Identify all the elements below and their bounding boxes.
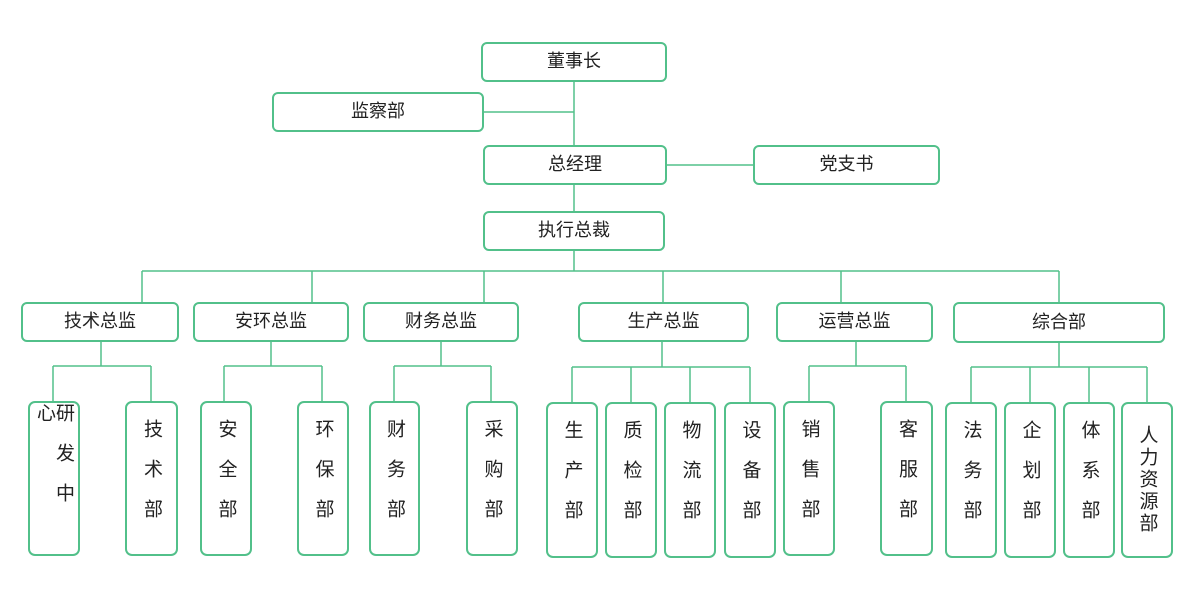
director-box: 生产总监 xyxy=(578,302,749,342)
director-box: 综合部 xyxy=(953,302,1165,343)
department-label: 法务部 xyxy=(960,420,983,540)
department-label: 企划部 xyxy=(1019,420,1042,540)
department-box: 客服部 xyxy=(880,401,933,556)
department-label: 生产部 xyxy=(561,420,584,540)
department-box: 财务部 xyxy=(369,401,420,556)
department-label: 物流部 xyxy=(679,420,702,540)
director-box: 安环总监 xyxy=(193,302,349,342)
department-label: 销售部 xyxy=(798,418,821,539)
director-box: 财务总监 xyxy=(363,302,519,342)
director-label: 财务总监 xyxy=(405,311,477,332)
department-box: 企划部 xyxy=(1004,402,1056,558)
director-label: 综合部 xyxy=(1032,311,1086,333)
department-label: 体系部 xyxy=(1078,420,1101,540)
supervisory-label: 监察部 xyxy=(351,101,405,122)
chairman-label: 董事长 xyxy=(547,51,601,72)
chairman-box: 董事长 xyxy=(481,42,667,82)
department-box: 设备部 xyxy=(724,402,776,558)
department-label: 客服部 xyxy=(896,418,918,539)
director-box: 技术总监 xyxy=(21,302,179,342)
executive-president-label: 执行总裁 xyxy=(538,220,610,241)
department-box: 技术部 xyxy=(125,401,178,556)
general-manager-label: 总经理 xyxy=(548,154,602,175)
department-box: 法务部 xyxy=(945,402,997,558)
department-label: 财务部 xyxy=(384,418,406,539)
department-box: 质检部 xyxy=(605,402,657,558)
director-label: 安环总监 xyxy=(235,311,307,332)
department-label: 研发中心 xyxy=(34,403,75,523)
department-box: 安全部 xyxy=(200,401,252,556)
party-secretary-label: 党支书 xyxy=(819,154,874,175)
department-label: 环保部 xyxy=(312,418,335,539)
department-label: 设备部 xyxy=(739,420,762,540)
director-label: 运营总监 xyxy=(818,311,891,332)
department-label: 安全部 xyxy=(215,418,238,539)
department-box: 生产部 xyxy=(546,402,598,558)
department-box: 销售部 xyxy=(783,401,835,556)
director-label: 生产总监 xyxy=(627,311,700,332)
department-label: 质检部 xyxy=(620,420,643,540)
department-box: 物流部 xyxy=(664,402,716,558)
general-manager-box: 总经理 xyxy=(483,145,667,185)
party-secretary-box: 党支书 xyxy=(753,145,940,185)
department-box: 环保部 xyxy=(297,401,349,556)
department-box: 人力资源部 xyxy=(1121,402,1173,558)
department-label: 技术部 xyxy=(141,418,163,539)
department-label: 人力资源部 xyxy=(1136,425,1159,535)
department-box: 研发中心 xyxy=(28,401,80,556)
supervisory-box: 监察部 xyxy=(272,92,484,132)
executive-president-box: 执行总裁 xyxy=(483,211,665,251)
director-label: 技术总监 xyxy=(64,311,136,332)
director-box: 运营总监 xyxy=(776,302,933,342)
department-box: 采购部 xyxy=(466,401,518,556)
department-label: 采购部 xyxy=(481,418,504,539)
department-box: 体系部 xyxy=(1063,402,1115,558)
